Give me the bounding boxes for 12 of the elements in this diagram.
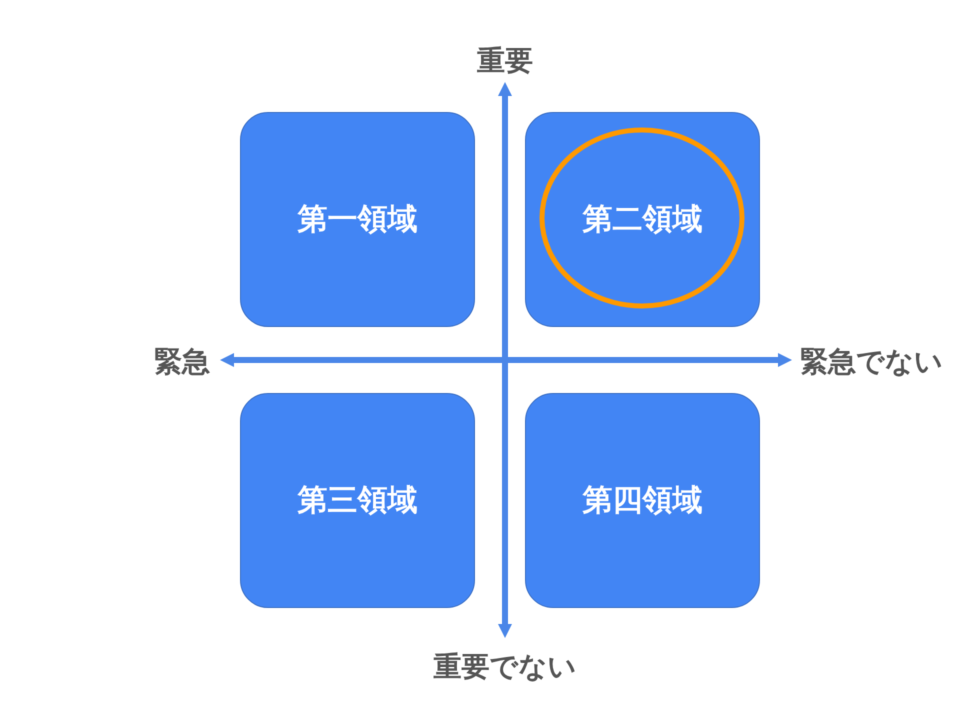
axis-label: 緊急: [154, 344, 210, 380]
axis-label: 緊急でない: [800, 344, 943, 380]
quadrant-label: 第二領域: [582, 201, 702, 239]
quadrant-box: [240, 112, 475, 327]
quadrant-label: 第三領域: [298, 482, 418, 520]
quadrant-box: [240, 393, 475, 608]
quadrant-box: [525, 393, 760, 608]
quadrant-label: 第一領域: [298, 201, 418, 239]
quadrant-label: 第四領域: [582, 482, 702, 520]
quadrant-box: [525, 112, 760, 327]
axis-label: 重要でない: [434, 649, 576, 685]
axis-label: 重要: [477, 43, 533, 79]
